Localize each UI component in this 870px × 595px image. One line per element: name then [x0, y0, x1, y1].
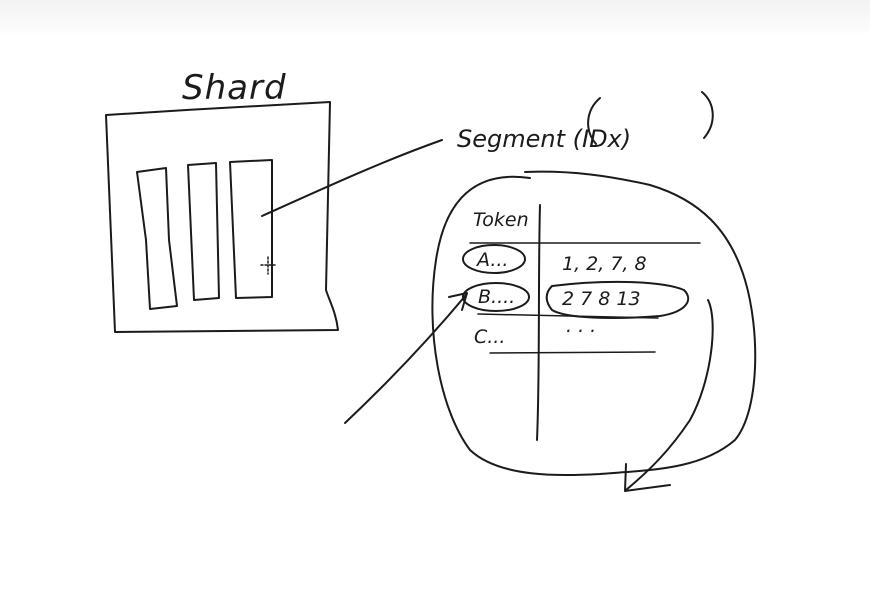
postings-b-highlight — [545, 280, 690, 319]
shard-box — [105, 101, 339, 333]
token-cell: A... — [475, 249, 508, 271]
segment-detail-outline — [431, 170, 757, 477]
postings-cell: . . . — [566, 315, 596, 337]
table-header-token: Token — [473, 209, 529, 231]
postings-cell: 1, 2, 7, 8 — [562, 253, 647, 275]
arrow-into-token-b — [344, 294, 467, 424]
postings-cell: 2 7 8 13 — [562, 288, 641, 310]
segment-rect-2 — [187, 162, 220, 301]
table-row: C... . . . — [474, 315, 596, 348]
table-row: A... 1, 2, 7, 8 — [462, 244, 647, 275]
arrow-out-of-postings — [625, 299, 714, 491]
segment-rect-3 — [229, 159, 273, 299]
table-divider-vertical — [536, 204, 541, 441]
segment-pointer: Segment (IDx) — [261, 91, 714, 217]
token-b-highlight — [462, 282, 530, 312]
shard-title: Shard — [182, 68, 287, 108]
token-cell: C... — [474, 326, 505, 348]
window-top-bar — [0, 0, 870, 36]
cursor-crosshair — [260, 256, 277, 275]
shard-group: Shard — [105, 68, 339, 333]
segment-rect-1 — [136, 167, 178, 310]
segment-title: Segment (IDx) — [457, 125, 631, 153]
token-cell: B.... — [478, 286, 515, 308]
token-a-highlight — [462, 244, 526, 274]
table-row: B.... 2 7 8 13 — [462, 280, 690, 319]
table-row-line-3 — [489, 351, 656, 354]
segment-detail: Token A... 1, 2, 7, 8 B.... 2 7 8 13 C..… — [344, 170, 757, 492]
